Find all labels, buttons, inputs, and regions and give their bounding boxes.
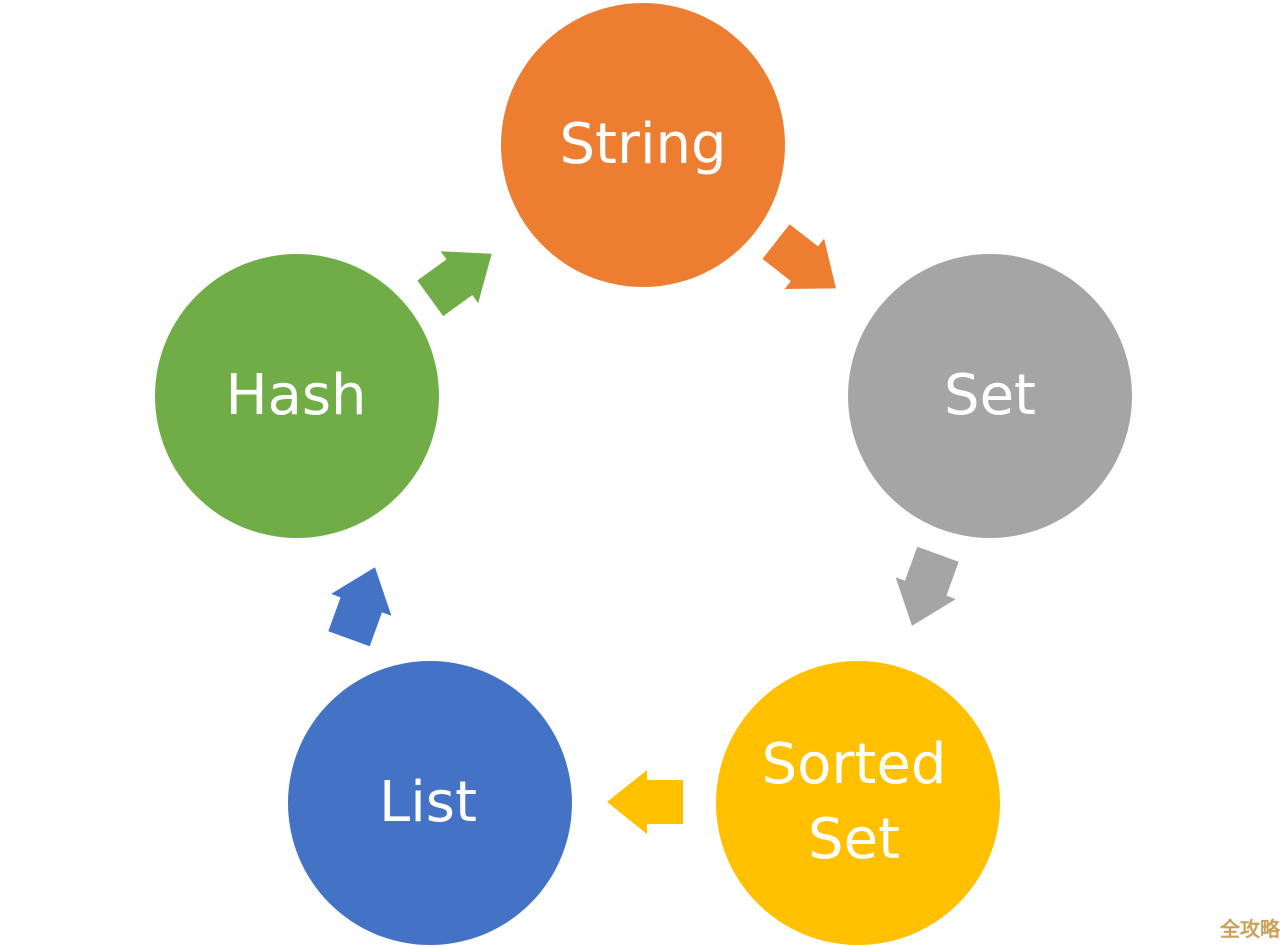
node-set-label: Set [944,363,1036,428]
node-sorted-set: Sorted Set [716,661,1000,945]
arrow-set-to-sorted-set [895,546,959,626]
node-string: String [501,3,785,287]
node-hash: Hash [155,254,439,538]
node-sorted-set-label-line1: Sorted [762,732,947,797]
arrow-string-to-set [762,224,836,289]
node-string-label: String [559,112,726,177]
node-set: Set [848,254,1132,538]
node-list: List [288,661,572,945]
node-hash-label: Hash [225,363,366,428]
node-list-label: List [379,770,477,835]
watermark-text: 全攻略 [1220,917,1280,941]
arrow-sorted-set-to-list [607,770,683,834]
arrow-hash-to-string [417,251,492,317]
node-sorted-set-label-line2: Set [808,807,900,872]
arrow-list-to-hash [328,567,392,647]
